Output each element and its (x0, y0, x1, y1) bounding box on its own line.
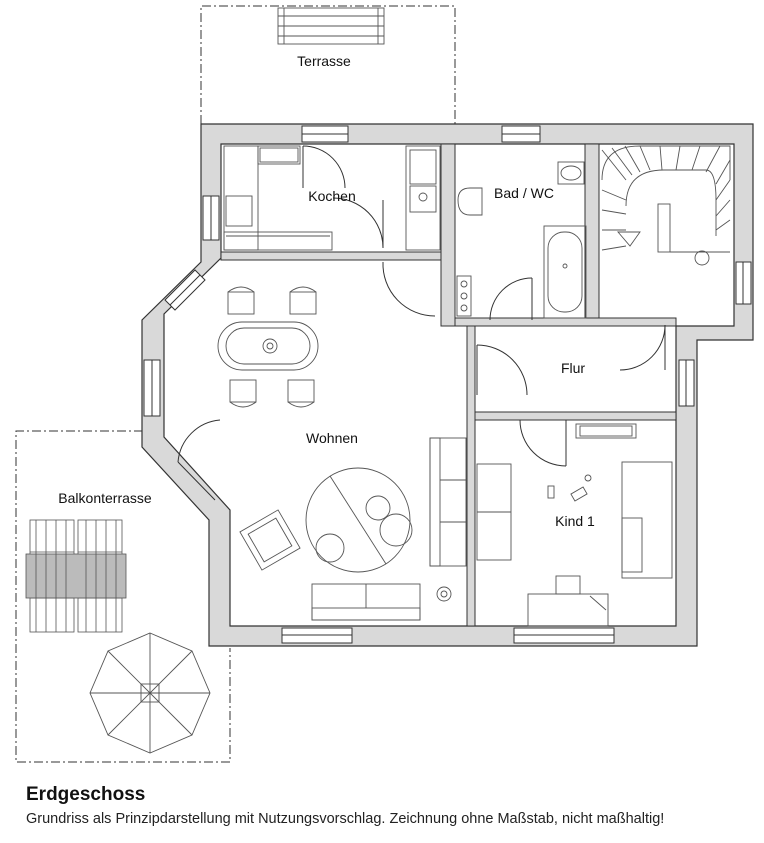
windows (143, 125, 752, 644)
room-label-bad: Bad / WC (494, 185, 554, 201)
dining-chair (289, 286, 317, 315)
caption-subtitle: Grundriss als Prinzipdarstellung mit Nut… (26, 811, 665, 827)
room-label-terrasse: Terrasse (297, 53, 351, 69)
living-furniture (217, 286, 467, 621)
dining-chair (227, 286, 255, 315)
umbrella (89, 632, 211, 754)
dining-chair (229, 379, 257, 408)
interior-walls (220, 143, 677, 627)
child-room-furniture (476, 423, 673, 627)
doors (177, 145, 666, 501)
kitchen-furniture (223, 145, 441, 251)
room-label-balkonterrasse: Balkonterrasse (58, 490, 152, 506)
caption-title: Erdgeschoss (26, 784, 146, 805)
terrace-bench (277, 7, 385, 45)
balcony-terrace-outline (15, 430, 231, 763)
bathroom-furniture (456, 161, 587, 319)
room-label-wohnen: Wohnen (306, 430, 358, 446)
terrace-outline (200, 5, 456, 124)
room-label-kind: Kind 1 (555, 513, 595, 529)
dining-chair (287, 379, 315, 408)
balcony-loungers (25, 519, 127, 633)
room-label-flur: Flur (561, 360, 585, 376)
staircase (601, 145, 731, 266)
room-label-kochen: Kochen (308, 188, 355, 204)
